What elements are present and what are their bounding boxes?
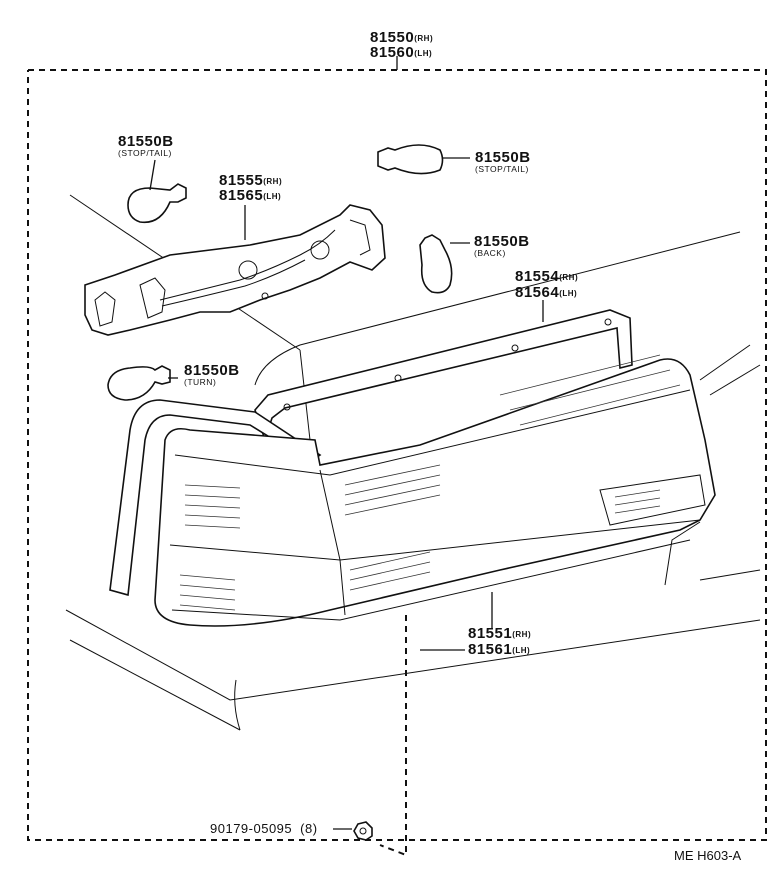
socket-plate-part-lh: 81565 (219, 187, 263, 204)
svg-text:81554(RH): 81554(RH) (515, 268, 578, 285)
assembly-part-rh: 81550 (370, 29, 414, 46)
assembly-suffix-lh: (LH) (414, 49, 432, 58)
gasket-part-rh: 81554 (515, 268, 559, 285)
bulb-stop-tail-right-part: 81550B (475, 149, 531, 166)
assembly-suffix-rh: (RH) (414, 34, 433, 43)
lens-texture (179, 354, 681, 611)
label-socket-plate: 81555(RH) 81565(LH) (219, 172, 282, 204)
nut-part: 90179-05095 (210, 821, 292, 836)
lens-part-lh: 81561 (468, 641, 512, 658)
bulb-stop-tail-left-part: 81550B (118, 133, 174, 150)
svg-text:81551(RH): 81551(RH) (468, 625, 531, 642)
bulb-stop-tail-left-icon (127, 183, 187, 224)
socket-plate-suffix-lh: (LH) (263, 192, 281, 201)
svg-text:81555(RH): 81555(RH) (219, 172, 282, 189)
label-bulb-stop-tail-left: 81550B (STOP/TAIL) (118, 133, 174, 158)
label-bulb-turn: 81550B (TURN) (184, 362, 240, 387)
label-gasket: 81554(RH) 81564(LH) (515, 268, 578, 301)
bulb-turn-desc: (TURN) (184, 377, 216, 387)
bulb-back-icon (419, 234, 453, 294)
assembly-part-lh: 81560 (370, 44, 414, 61)
svg-text:81561(LH): 81561(LH) (468, 641, 530, 658)
gasket-suffix-rh: (RH) (559, 273, 578, 282)
svg-text:81564(LH): 81564(LH) (515, 284, 577, 301)
lens (154, 354, 716, 627)
lens-suffix-rh: (RH) (512, 630, 531, 639)
bulb-stop-tail-right-icon (377, 144, 444, 175)
svg-text:90179-05095(8): 90179-05095 (8) (210, 821, 318, 836)
svg-text:81560(LH): 81560(LH) (370, 44, 432, 61)
label-nut: 90179-05095 (8) (210, 821, 318, 836)
bulb-back-desc: (BACK) (474, 248, 506, 258)
svg-text:81565(LH): 81565(LH) (219, 187, 281, 204)
gasket-suffix-lh: (LH) (559, 289, 577, 298)
leader-lines (149, 157, 544, 857)
label-bulb-stop-tail-right: 81550B (STOP/TAIL) (475, 149, 531, 174)
label-assembly: 81550(RH) 81560(LH) (370, 29, 433, 61)
socket-plate-suffix-rh: (RH) (263, 177, 282, 186)
lens-part-rh: 81551 (468, 625, 512, 642)
assembly-boundary (27, 56, 767, 841)
nut-qty: (8) (300, 821, 317, 836)
bulb-stop-tail-left-desc: (STOP/TAIL) (118, 148, 172, 158)
gasket-part-lh: 81564 (515, 284, 559, 301)
svg-text:81550(RH): 81550(RH) (370, 29, 433, 46)
figure-code: ME H603-A (674, 848, 742, 863)
socket-plate-part-rh: 81555 (219, 172, 263, 189)
label-bulb-back: 81550B (BACK) (474, 233, 530, 258)
bulb-back-part: 81550B (474, 233, 530, 250)
bulb-stop-tail-right-desc: (STOP/TAIL) (475, 164, 529, 174)
socket-plate (84, 204, 386, 336)
label-lens: 81551(RH) 81561(LH) (468, 625, 531, 658)
nut-icon (353, 821, 373, 841)
bulb-turn-icon (107, 365, 171, 401)
bulb-turn-part: 81550B (184, 362, 240, 379)
lens-suffix-lh: (LH) (512, 646, 530, 655)
